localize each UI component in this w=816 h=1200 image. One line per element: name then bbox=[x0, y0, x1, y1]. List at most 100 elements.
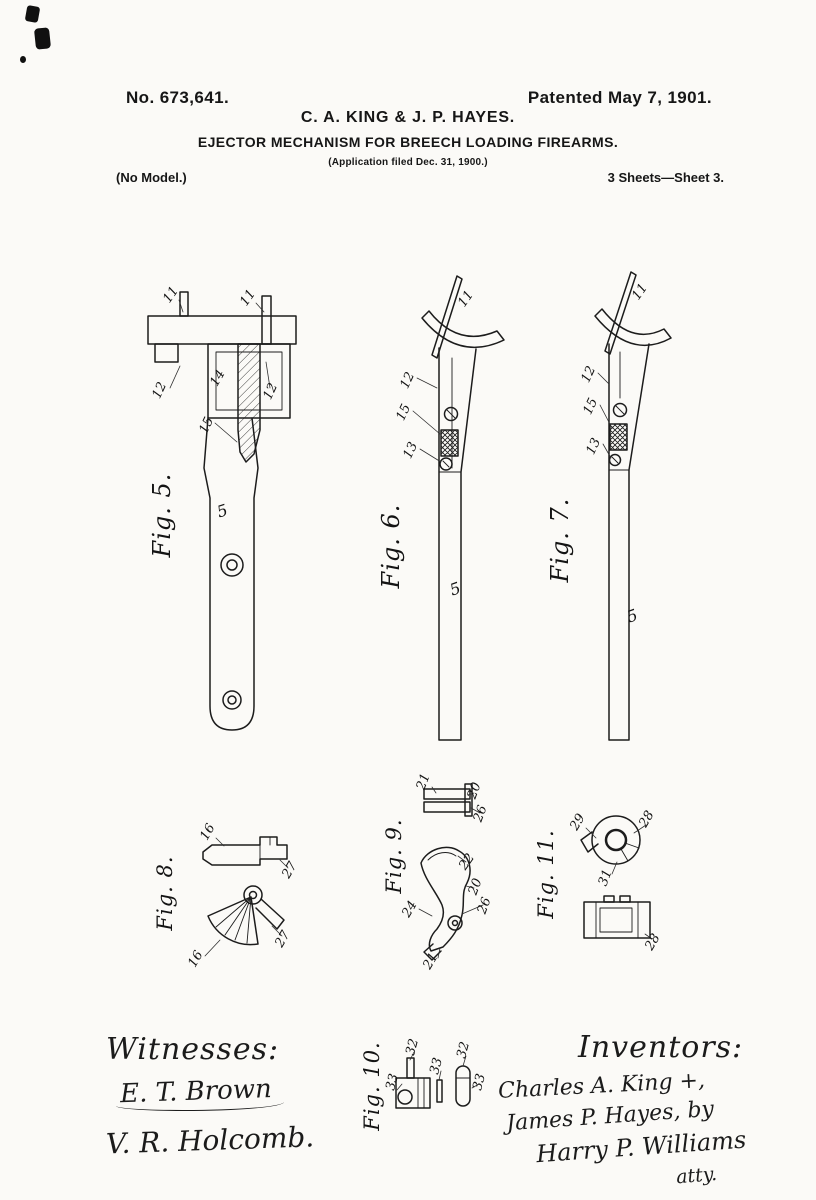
spring-section bbox=[609, 423, 628, 451]
scan-artifact bbox=[33, 27, 52, 50]
collar-ring bbox=[591, 815, 641, 865]
fig5-label: Fig. 5. bbox=[148, 473, 176, 559]
fig7-drawing bbox=[594, 271, 672, 741]
figure-11: Fig. 11. 29 28 31 bbox=[534, 808, 664, 954]
fig6-label: Fig. 6. bbox=[377, 504, 405, 590]
pivot-screw bbox=[608, 453, 622, 467]
fig9-leader-lines bbox=[418, 786, 484, 959]
fig6-drawing bbox=[421, 275, 505, 741]
ref-numeral: 24 bbox=[399, 898, 421, 921]
fig8-label: Fig. 8. bbox=[153, 855, 177, 931]
ref-numeral: 14 bbox=[207, 367, 228, 389]
fig11-label: Fig. 11. bbox=[534, 829, 558, 919]
ref-numeral: 12 bbox=[261, 381, 282, 402]
ref-numeral: 15 bbox=[581, 396, 602, 417]
fig5-leader-lines bbox=[169, 299, 271, 443]
figure-6: Fig. 6. 11 12 15 13 5 bbox=[377, 275, 505, 741]
patent-title: EJECTOR MECHANISM FOR BREECH LOADING FIR… bbox=[197, 134, 619, 150]
ref-numeral: 12 bbox=[398, 370, 419, 391]
fig11-leader-lines bbox=[585, 824, 653, 940]
fig10-label: Fig. 10. bbox=[360, 1041, 384, 1131]
pivot-screw bbox=[612, 402, 628, 418]
figure-5: Fig. 5. 11 11 12 bbox=[147, 284, 297, 731]
hatched-sector bbox=[207, 896, 259, 946]
fig9-label: Fig. 9. bbox=[382, 818, 406, 894]
ref-numeral: 15 bbox=[197, 415, 218, 436]
ejector-rod-section bbox=[237, 343, 261, 463]
signature-flourish bbox=[116, 1102, 284, 1111]
fig5-drawing bbox=[147, 291, 297, 731]
fig7-leader-lines bbox=[597, 372, 613, 459]
plunger-pin bbox=[455, 1065, 471, 1107]
ref-numeral: 20 bbox=[465, 876, 485, 898]
fig10-leader-lines bbox=[396, 1051, 480, 1091]
ref-numeral: 13 bbox=[584, 436, 605, 457]
model-note: (No Model.) bbox=[116, 170, 187, 185]
barrel-cradle bbox=[421, 310, 505, 349]
ref-numeral: 32 bbox=[403, 1037, 422, 1057]
top-lever bbox=[604, 271, 637, 355]
inventors-block: Inventors: Charles A. King +, James P. H… bbox=[490, 1030, 800, 1188]
fig10-drawing bbox=[395, 1057, 471, 1109]
ref-numeral: 21 bbox=[413, 771, 433, 793]
fig8-leader-lines bbox=[204, 837, 289, 957]
sheet-note: 3 Sheets—Sheet 3. bbox=[607, 170, 724, 185]
top-lever bbox=[431, 275, 463, 359]
ref-numeral: 11 bbox=[160, 284, 182, 306]
figure-10: Fig. 10. 32 33 33 32 33 bbox=[360, 1037, 489, 1132]
witnesses-heading: Witnesses: bbox=[106, 1032, 280, 1067]
ref-numeral: 12 bbox=[579, 364, 600, 385]
scan-artifact bbox=[20, 56, 26, 63]
block-part bbox=[583, 901, 651, 939]
ref-numeral: 15 bbox=[394, 402, 415, 423]
ref-numeral: 26 bbox=[470, 803, 490, 825]
pivot-hole bbox=[243, 885, 263, 905]
ref-numeral: 29 bbox=[567, 811, 589, 834]
header-line-1: No. 673,641. Patented May 7, 1901. bbox=[126, 88, 712, 108]
patent-date: Patented May 7, 1901. bbox=[527, 88, 712, 107]
pivot-hole bbox=[447, 915, 463, 931]
fig11-drawing bbox=[580, 815, 651, 939]
ref-numeral: 5 bbox=[215, 500, 231, 521]
fig8-drawing bbox=[202, 836, 288, 946]
figure-8: Fig. 8. 16 27 27 bbox=[153, 821, 301, 970]
ref-numeral: 5 bbox=[624, 605, 640, 626]
pivot-screw bbox=[443, 406, 459, 422]
inventors-heading: Inventors: bbox=[578, 1030, 744, 1065]
ref-numeral: 13 bbox=[401, 440, 422, 461]
ref-numeral: 33 bbox=[470, 1072, 489, 1092]
authors-line: C. A. KING & J. P. HAYES. bbox=[300, 109, 516, 126]
ref-numeral: 20 bbox=[464, 780, 484, 802]
witness-signature-1: E. T. Brown bbox=[119, 1074, 273, 1110]
pivot-hole bbox=[397, 1089, 413, 1105]
ref-numeral: 28 bbox=[636, 808, 658, 831]
ref-numeral: 32 bbox=[454, 1040, 473, 1060]
ref-numeral: 28 bbox=[642, 931, 664, 954]
ref-numeral: 16 bbox=[185, 948, 206, 970]
lever-handle bbox=[203, 417, 259, 731]
witness-signature-2: V. R. Holcomb. bbox=[105, 1120, 315, 1161]
ref-numeral: 33 bbox=[383, 1072, 402, 1092]
spring-section bbox=[440, 429, 459, 457]
figure-7: Fig. 7. 11 12 15 13 5 bbox=[546, 271, 672, 741]
ref-numeral: 12 bbox=[150, 380, 171, 401]
barrel-cradle bbox=[594, 308, 672, 347]
header-line-2: (No Model.) 3 Sheets—Sheet 3. bbox=[116, 170, 724, 185]
ref-numeral: 27 bbox=[272, 928, 294, 951]
fig7-label: Fig. 7. bbox=[546, 498, 574, 584]
figure-9: Fig. 9. 21 20 bbox=[382, 771, 495, 973]
fig6-leader-lines bbox=[412, 377, 442, 463]
ref-numeral: 26 bbox=[474, 895, 494, 917]
scan-artifact bbox=[24, 4, 41, 24]
fig9-drawing bbox=[420, 783, 473, 961]
ref-numeral: 11 bbox=[237, 287, 259, 309]
pivot-screw bbox=[439, 457, 453, 471]
ref-numeral: 16 bbox=[197, 821, 218, 843]
ref-numeral: 22 bbox=[456, 851, 478, 874]
ref-numeral: 33 bbox=[427, 1056, 446, 1076]
witnesses-block: Witnesses: E. T. Brown V. R. Holcomb. bbox=[106, 1032, 366, 1161]
application-line: (Application filed Dec. 31, 1900.) bbox=[328, 157, 488, 168]
ref-numeral: 31 bbox=[596, 867, 616, 888]
